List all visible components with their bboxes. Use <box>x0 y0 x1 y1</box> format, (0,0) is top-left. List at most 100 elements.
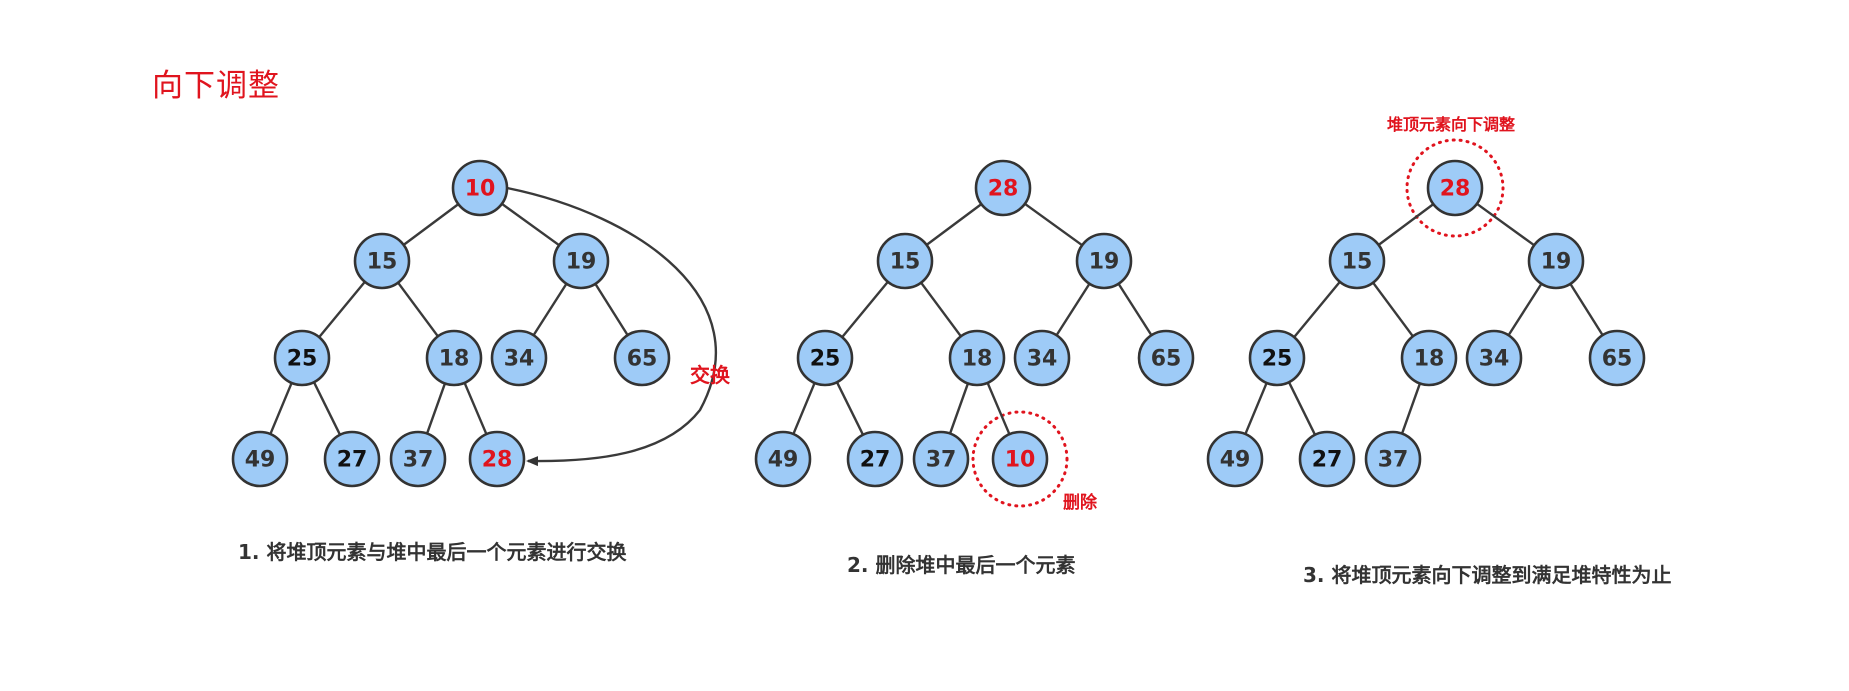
node-circle <box>1588 329 1646 387</box>
tree-edge <box>532 283 568 336</box>
node-value: 49 <box>245 448 276 473</box>
heap-node: 18 <box>1400 329 1458 387</box>
top-highlight-circle <box>1405 138 1505 238</box>
node-value: 34 <box>1479 347 1510 372</box>
tree-edge <box>1372 281 1414 338</box>
tree-edge <box>312 381 342 436</box>
heap-node: 49 <box>754 430 812 488</box>
node-circle <box>552 232 610 290</box>
node-circle <box>1400 329 1458 387</box>
node-circle <box>1248 329 1306 387</box>
node-value: 25 <box>287 347 318 372</box>
heap-node: 19 <box>552 232 610 290</box>
heap-node: 34 <box>1013 329 1071 387</box>
tree-edge <box>841 281 889 338</box>
node-circle <box>796 329 854 387</box>
tree-edge <box>948 383 970 434</box>
node-value: 49 <box>768 448 799 473</box>
node-value: 34 <box>1027 347 1058 372</box>
node-value: 27 <box>337 448 368 473</box>
tree-edge <box>1244 382 1268 435</box>
node-circle <box>1465 329 1523 387</box>
heap-node: 65 <box>613 329 671 387</box>
tree-edge <box>835 381 865 436</box>
node-circle <box>490 329 548 387</box>
node-circle <box>468 430 526 488</box>
heap-node: 10 <box>991 430 1049 488</box>
tree-edge <box>1476 202 1535 247</box>
tree-edge <box>463 382 488 435</box>
tree-edge <box>397 281 439 338</box>
heap-node: 49 <box>231 430 289 488</box>
swap-label: 交换 <box>690 363 731 387</box>
node-value: 25 <box>1262 347 1293 372</box>
tree-edge <box>1400 383 1422 434</box>
heap-node: 28 <box>974 159 1032 217</box>
heap-node: 15 <box>1328 232 1386 290</box>
tree-edge <box>792 382 816 435</box>
node-circle <box>231 430 289 488</box>
node-value: 10 <box>465 177 496 202</box>
node-circle <box>1298 430 1356 488</box>
heap-node: 18 <box>948 329 1006 387</box>
heap-node: 65 <box>1137 329 1195 387</box>
heap-node: 15 <box>353 232 411 290</box>
node-circle <box>754 430 812 488</box>
node-value: 18 <box>439 347 470 372</box>
node-value: 37 <box>403 448 434 473</box>
tree-edge <box>1569 283 1604 336</box>
node-circle <box>1527 232 1585 290</box>
node-circle <box>1426 159 1484 217</box>
tree-edge <box>402 203 460 246</box>
heap-node: 25 <box>796 329 854 387</box>
tree-edge <box>1377 203 1435 246</box>
node-value: 19 <box>1541 250 1572 275</box>
tree-edge <box>318 281 366 338</box>
node-value: 65 <box>1602 347 1633 372</box>
node-circle <box>353 232 411 290</box>
heap-node: 37 <box>912 430 970 488</box>
node-circle <box>1137 329 1195 387</box>
delete-label: 删除 <box>1063 492 1098 513</box>
tree-edge <box>920 281 962 338</box>
tree-edge <box>1024 202 1083 247</box>
node-value: 18 <box>1414 347 1445 372</box>
heap-node: 37 <box>389 430 447 488</box>
heap-node: 18 <box>425 329 483 387</box>
node-circle <box>876 232 934 290</box>
node-circle <box>425 329 483 387</box>
heap-node: 34 <box>490 329 548 387</box>
node-circle <box>613 329 671 387</box>
tree-edge <box>594 283 629 336</box>
node-circle <box>1328 232 1386 290</box>
heap-node: 19 <box>1527 232 1585 290</box>
heap-node: 34 <box>1465 329 1523 387</box>
step-caption: 2. 删除堆中最后一个元素 <box>847 553 1075 577</box>
tree-edge <box>1293 281 1341 338</box>
node-circle <box>451 159 509 217</box>
node-value: 19 <box>1089 250 1120 275</box>
heap-node: 37 <box>1364 430 1422 488</box>
tree-edge <box>1287 381 1317 436</box>
node-value: 28 <box>988 177 1019 202</box>
node-value: 65 <box>627 347 658 372</box>
tree-edge <box>501 202 560 247</box>
heap-node: 27 <box>846 430 904 488</box>
node-value: 37 <box>1378 448 1409 473</box>
step-caption: 1. 将堆顶元素与堆中最后一个元素进行交换 <box>238 540 627 564</box>
swap-arrow <box>506 186 718 467</box>
node-value: 49 <box>1220 448 1251 473</box>
heap-node: 28 <box>1426 159 1484 217</box>
node-circle <box>991 430 1049 488</box>
node-value: 37 <box>926 448 957 473</box>
node-value: 27 <box>1312 448 1343 473</box>
node-value: 28 <box>1440 177 1471 202</box>
node-circle <box>1206 430 1264 488</box>
node-value: 15 <box>1342 250 1373 275</box>
node-circle <box>323 430 381 488</box>
page-title: 向下调整 <box>152 68 280 104</box>
node-circle <box>912 430 970 488</box>
tree-edge <box>925 203 983 246</box>
node-value: 15 <box>367 250 398 275</box>
